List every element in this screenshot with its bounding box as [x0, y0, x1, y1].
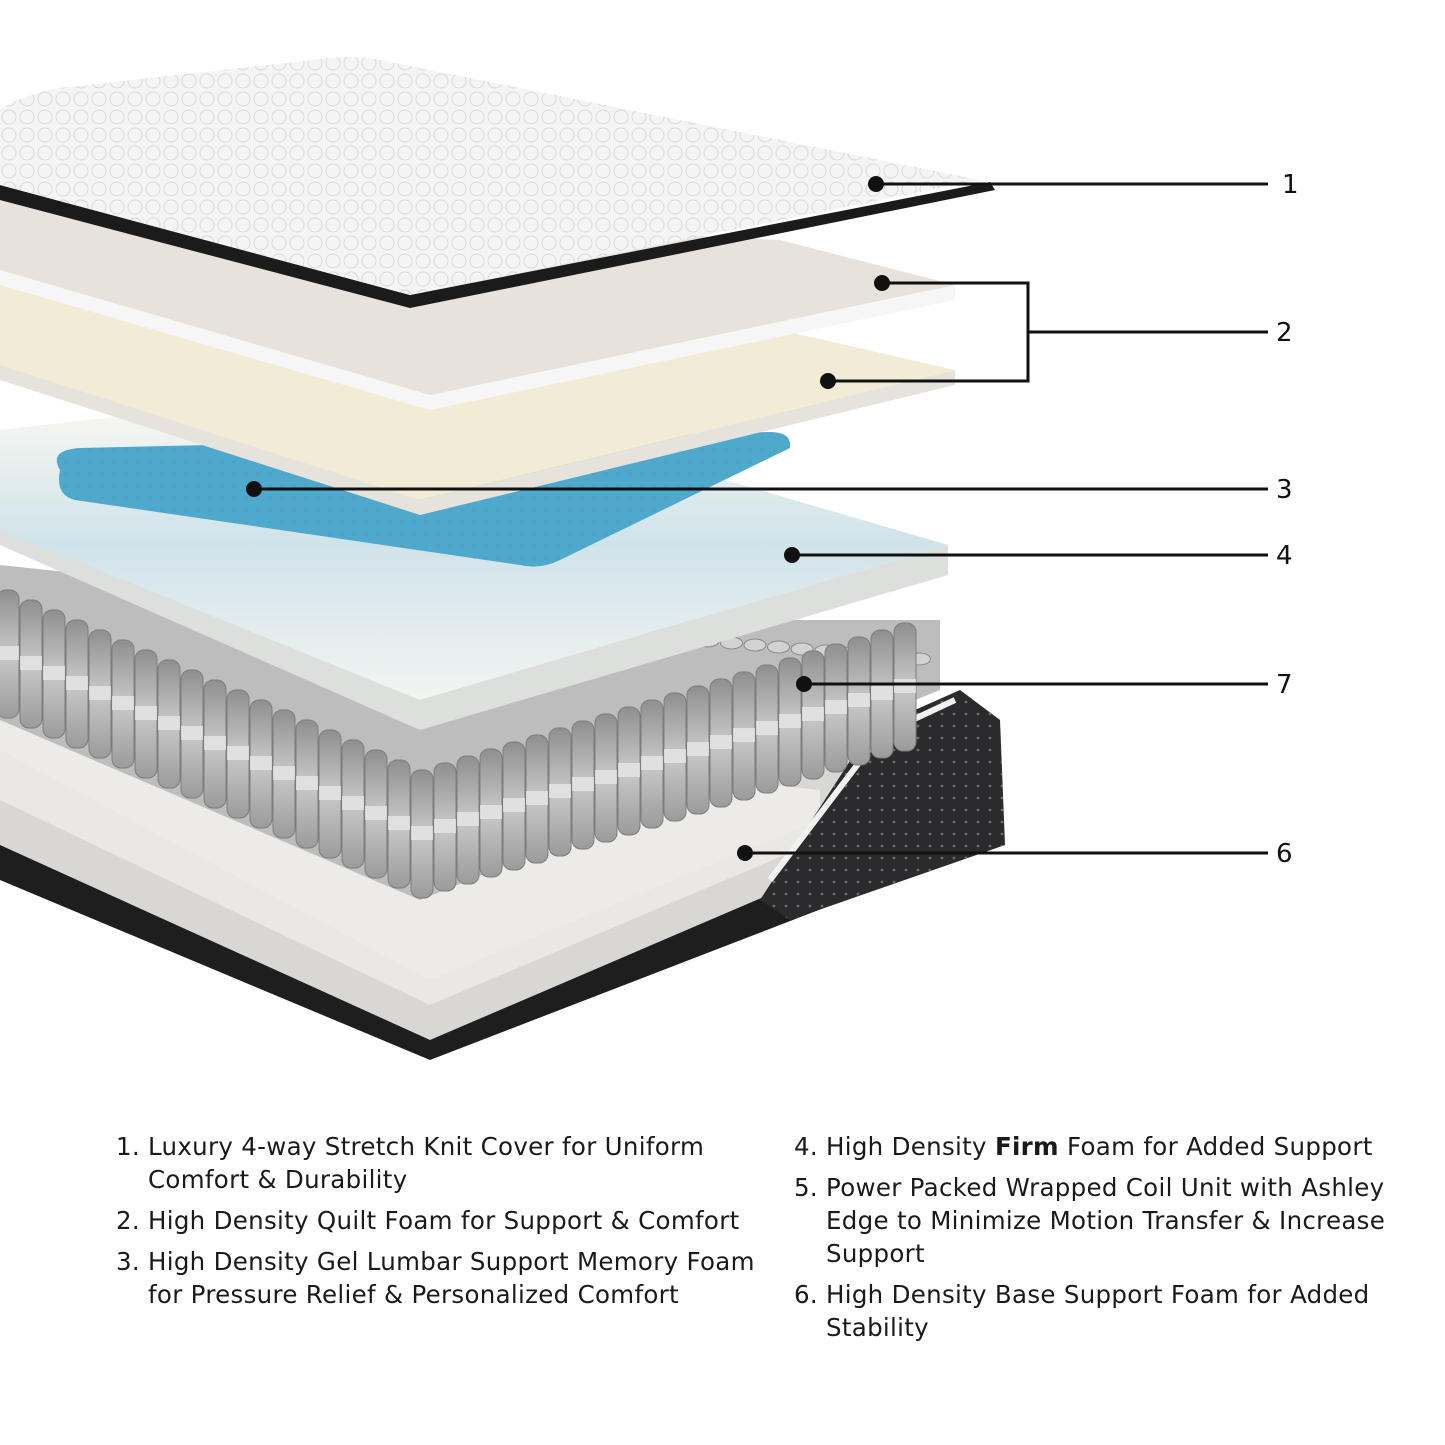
legend-item-2: 2. High Density Quilt Foam for Support &… [116, 1204, 776, 1237]
coil-band [204, 736, 226, 750]
legend-text-post: Foam for Added Support [1058, 1132, 1373, 1161]
coil-band [342, 796, 364, 810]
coil-band [848, 693, 870, 707]
legend-text: Luxury 4-way Stretch Knit Cover for Unif… [148, 1132, 705, 1194]
legend-number: 1. [116, 1132, 140, 1161]
coil-band [756, 721, 778, 735]
legend-text: High Density Firm Foam for Added Support [826, 1130, 1414, 1163]
coil-unit [0, 565, 940, 900]
coil-band [894, 679, 916, 693]
legend-left-column: 1. Luxury 4-way Stretch Knit Cover for U… [116, 1130, 776, 1319]
callout-label-1: 1 [1282, 170, 1299, 200]
coil-band [480, 805, 502, 819]
coil-band [319, 786, 341, 800]
legend-number: 3. [116, 1247, 140, 1276]
coil-band [434, 819, 456, 833]
callout-label-3: 3 [1276, 475, 1293, 505]
coil-band [388, 816, 410, 830]
coil-band [0, 646, 19, 660]
coil-band [250, 756, 272, 770]
coil-band [365, 806, 387, 820]
legend-item-1: 1. Luxury 4-way Stretch Knit Cover for U… [116, 1130, 776, 1196]
legend-item-4: 4. High Density Firm Foam for Added Supp… [794, 1130, 1414, 1163]
coil-band [733, 728, 755, 742]
coil-band [618, 763, 640, 777]
legend-item-3: 3. High Density Gel Lumbar Support Memor… [116, 1245, 776, 1311]
callout-leader-lines [254, 182, 1268, 855]
coil-top [767, 640, 790, 654]
legend-text: Power Packed Wrapped Coil Unit with Ashl… [826, 1173, 1386, 1268]
coil-band [503, 798, 525, 812]
legend-number: 5. [794, 1173, 818, 1202]
legend-text: High Density Quilt Foam for Support & Co… [148, 1206, 740, 1235]
legend-number: 2. [116, 1206, 140, 1235]
legend-text: High Density Gel Lumbar Support Memory F… [148, 1247, 755, 1309]
coil-band [710, 735, 732, 749]
legend-text-bold: Firm [994, 1132, 1059, 1161]
legend-number: 6. [794, 1280, 818, 1309]
coil-band [526, 791, 548, 805]
coil-band [227, 746, 249, 760]
knit-cover-layer [0, 57, 995, 308]
coil-band [89, 686, 111, 700]
coil-band [779, 714, 801, 728]
coil-band [641, 756, 663, 770]
callout-label-6: 6 [1276, 839, 1293, 869]
coil-band [595, 770, 617, 784]
legend-item-6: 6. High Density Base Support Foam for Ad… [794, 1278, 1414, 1344]
coil-band [20, 656, 42, 670]
mattress-layers-illustration [0, 57, 1268, 1060]
legend-text: High Density Base Support Foam for Added… [826, 1280, 1370, 1342]
coil-band [549, 784, 571, 798]
coil-band [181, 726, 203, 740]
coil-band [112, 696, 134, 710]
coil-band [457, 812, 479, 826]
coil-band [273, 766, 295, 780]
coil-band [158, 716, 180, 730]
coil-band [802, 707, 824, 721]
legend-right-column: 4. High Density Firm Foam for Added Supp… [794, 1130, 1414, 1352]
callout-label-4: 4 [1276, 541, 1293, 571]
coil-band [43, 666, 65, 680]
coil-band [572, 777, 594, 791]
coil-top [743, 638, 767, 652]
legend-text-pre: High Density [826, 1132, 995, 1161]
coil-band [66, 676, 88, 690]
coil-band [871, 686, 893, 700]
side-fabric-panel [760, 690, 1005, 920]
callout-dots [246, 176, 890, 861]
coil-band [411, 826, 433, 840]
callout-label-7: 7 [1276, 670, 1293, 700]
callout-label-2: 2 [1276, 318, 1293, 348]
coil-band [296, 776, 318, 790]
coil-band [687, 742, 709, 756]
legend-item-5: 5. Power Packed Wrapped Coil Unit with A… [794, 1171, 1414, 1270]
coil-band [135, 706, 157, 720]
coil-band [664, 749, 686, 763]
legend-number: 4. [794, 1132, 818, 1161]
coil-band [825, 700, 847, 714]
